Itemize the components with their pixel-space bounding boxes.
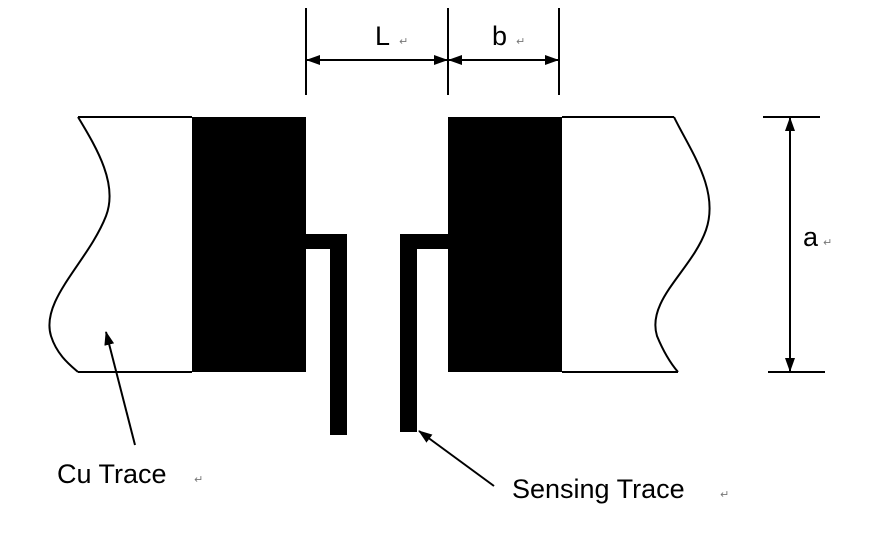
- right-electrode-pad: [448, 117, 562, 372]
- return-mark-sensing-trace: ↵: [720, 488, 729, 501]
- right-cu-break-edge: [654, 116, 711, 373]
- return-mark-L: ↵: [399, 35, 408, 48]
- label-L: L: [375, 21, 390, 51]
- right-cu-trace: [562, 116, 711, 373]
- right-sensing-trace: [400, 234, 448, 432]
- dimension-right: a ↵: [763, 116, 832, 373]
- callout-sensing-trace: Sensing Trace ↵: [418, 430, 729, 504]
- left-sensing-trace: [306, 234, 347, 435]
- callout-cu-trace: Cu Trace ↵: [57, 331, 203, 489]
- left-cu-break-edge: [48, 116, 111, 373]
- sensing-trace-pointer-arrow: [418, 430, 495, 487]
- label-b: b: [492, 21, 507, 51]
- return-mark-a: ↵: [823, 236, 832, 249]
- left-electrode-pad: [192, 117, 306, 372]
- label-sensing-trace: Sensing Trace: [512, 474, 685, 504]
- left-cu-trace: [48, 116, 192, 373]
- label-a: a: [803, 222, 819, 252]
- return-mark-b: ↵: [516, 35, 525, 48]
- cu-trace-pointer-arrow: [104, 331, 136, 446]
- label-cu-trace: Cu Trace: [57, 459, 167, 489]
- return-mark-cu-trace: ↵: [194, 473, 203, 486]
- dimension-top: L ↵ b ↵: [305, 8, 560, 95]
